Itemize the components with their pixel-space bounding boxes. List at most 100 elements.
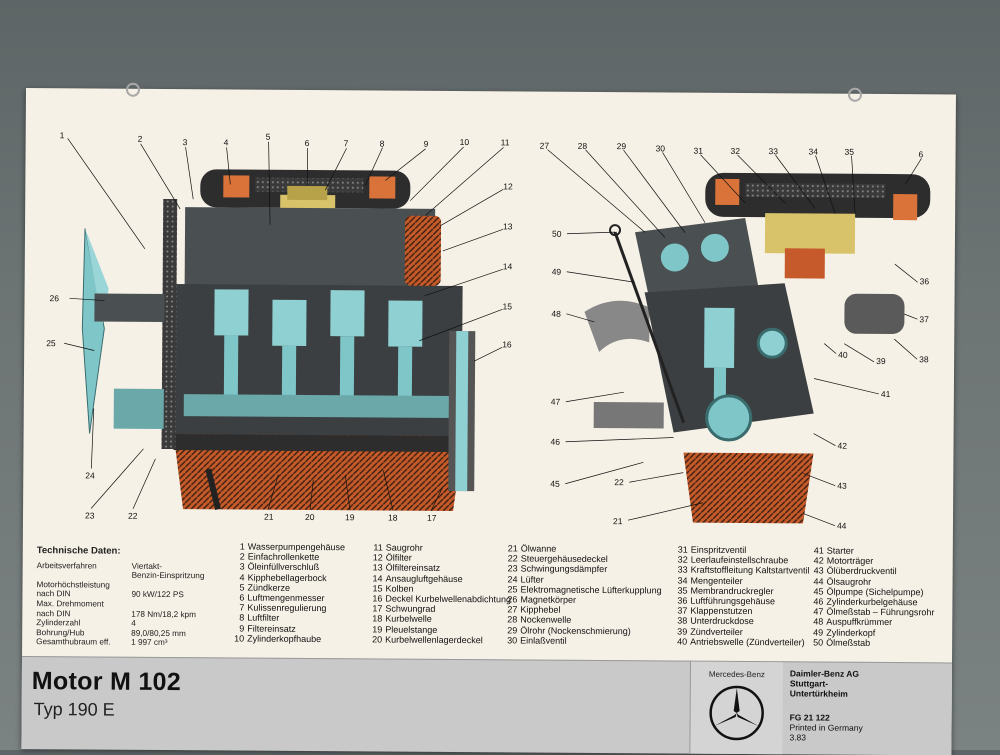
legend-text: Ölfiltereinsatz xyxy=(385,562,441,574)
legend-text: Kurbelwelle xyxy=(385,613,432,625)
callout-22: 22 xyxy=(128,511,138,521)
callout-30: 30 xyxy=(656,143,666,153)
callout-17: 17 xyxy=(427,513,437,523)
engine-cutaway-diagram: 1 2 3 4 5 6 7 8 9 10 11 12 13 14 15 16 1… xyxy=(46,130,931,531)
legend-text: Leerlaufeinstellschraube xyxy=(690,554,789,566)
legend-number: 42 xyxy=(813,555,824,566)
legend-number: 19 xyxy=(372,624,383,635)
legend-number: 31 xyxy=(677,544,688,555)
poster-board: 1 2 3 4 5 6 7 8 9 10 11 12 13 14 15 16 1… xyxy=(21,82,956,755)
legend-text: Ölpumpe (Sichelpumpe) xyxy=(826,586,924,598)
legend-text: Magnetkörper xyxy=(520,594,577,605)
mercedes-star-logo xyxy=(709,685,764,741)
callout-39: 39 xyxy=(876,356,886,366)
legend-text: Einfachrollenkette xyxy=(247,551,320,563)
legend-text: Kulissenregulierung xyxy=(247,602,327,614)
legend-number: 26 xyxy=(507,594,518,605)
callout-37: 37 xyxy=(919,314,929,324)
legend-number: 43 xyxy=(813,565,824,576)
legend-text: Ölsaugrohr xyxy=(826,576,872,587)
callout-32: 32 xyxy=(731,146,741,156)
legend-text: Auspuffkrümmer xyxy=(826,617,893,628)
legend-number: 3 xyxy=(239,561,245,572)
callout-numbers-right: 27 28 29 30 31 32 33 34 35 6 36 37 38 39… xyxy=(540,141,930,531)
callout-2: 2 xyxy=(138,134,143,144)
legend-number: 27 xyxy=(507,604,518,615)
legend-number: 32 xyxy=(677,554,688,565)
legend-text: Ölmeßstab xyxy=(826,637,871,648)
callout-11: 11 xyxy=(501,137,510,147)
callout-42: 42 xyxy=(837,441,847,451)
callout-3: 3 xyxy=(183,137,188,147)
callout-6-right: 6 xyxy=(919,149,924,159)
legend-number: 24 xyxy=(507,573,518,585)
legend-text: Ölfilter xyxy=(385,552,412,563)
legend-number: 39 xyxy=(677,626,688,637)
callout-19: 19 xyxy=(345,512,355,522)
technical-data-heading: Technische Daten: xyxy=(36,545,121,557)
legend-number: 11 xyxy=(373,542,383,553)
legend-text: Luftfilter xyxy=(247,612,280,624)
legend-text: Zylinderkopfhaube xyxy=(247,633,322,644)
legend-number: 6 xyxy=(239,592,245,603)
legend-number: 34 xyxy=(677,575,688,586)
legend-number: 30 xyxy=(507,635,518,646)
legend-number: 7 xyxy=(239,602,245,613)
callout-45: 45 xyxy=(550,479,560,489)
callout-35: 35 xyxy=(845,147,855,157)
callout-26: 26 xyxy=(49,293,59,303)
legend-text: Saugrohr xyxy=(385,542,423,553)
callout-46: 46 xyxy=(551,437,561,447)
legend-number: 33 xyxy=(677,564,688,576)
callout-34: 34 xyxy=(809,146,819,156)
legend-number: 45 xyxy=(813,586,824,597)
callout-9: 9 xyxy=(424,139,429,149)
legend-text: Ansaugluftgehäuse xyxy=(385,573,463,584)
callout-14: 14 xyxy=(503,261,513,271)
callout-49: 49 xyxy=(552,267,562,277)
callouts-right xyxy=(547,149,922,526)
tech-value: 1 997 cm³ xyxy=(131,638,168,648)
legend-text: Einspritzventil xyxy=(690,544,747,556)
legend-number: 49 xyxy=(813,627,824,638)
company-info: Daimler-Benz AG Stuttgart- Untertürkheim… xyxy=(789,668,950,743)
callout-22-right: 22 xyxy=(614,477,624,487)
callout-31: 31 xyxy=(694,146,704,156)
callout-21-right: 21 xyxy=(613,516,623,526)
callout-1: 1 xyxy=(60,130,65,140)
legend-number: 23 xyxy=(507,563,518,574)
legend-number: 38 xyxy=(677,615,688,627)
legend-text: Motorträger xyxy=(826,555,874,567)
callout-numbers-left: 1 2 3 4 5 6 7 8 9 10 11 12 13 14 15 16 1… xyxy=(46,130,513,523)
callout-44: 44 xyxy=(837,521,847,531)
legend-number: 15 xyxy=(372,583,383,594)
legend-number: 9 xyxy=(239,623,245,634)
callout-29: 29 xyxy=(617,141,627,151)
legend-number: 20 xyxy=(372,634,383,645)
legend-text: Kraftstoffleitung Kaltstartventil xyxy=(690,565,810,576)
legend-text: Antriebswelle (Zündverteiler) xyxy=(690,636,805,648)
legend-number: 12 xyxy=(372,552,383,563)
callout-7: 7 xyxy=(344,138,349,148)
legend-number: 2 xyxy=(239,551,245,562)
legend-text: Deckel Kurbelwellenabdichtung xyxy=(385,593,512,605)
engine-side-view xyxy=(81,169,476,511)
legend-text: Klappenstutzen xyxy=(690,605,753,617)
legend-number: 36 xyxy=(677,595,688,606)
callout-43: 43 xyxy=(837,481,847,491)
legend-text: Filtereinsatz xyxy=(247,623,296,634)
callout-5: 5 xyxy=(266,132,271,142)
brand-box: Mercedes-Benz xyxy=(689,661,784,755)
callout-27: 27 xyxy=(540,141,550,151)
callout-33: 33 xyxy=(769,146,779,156)
